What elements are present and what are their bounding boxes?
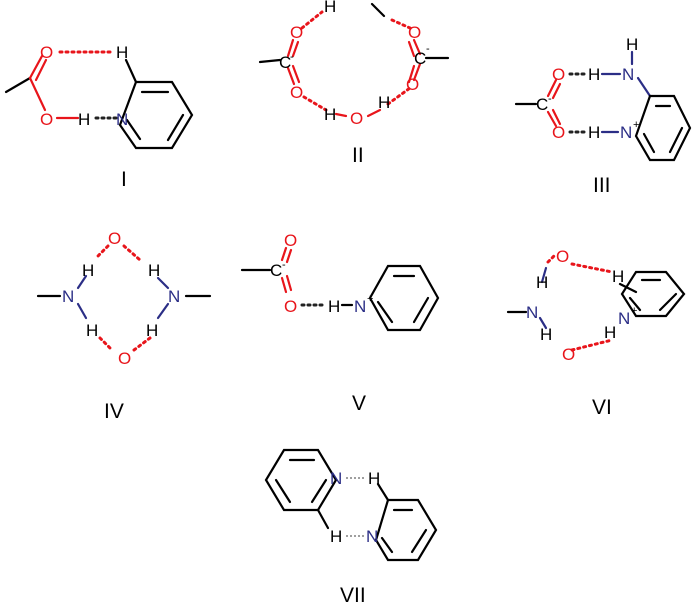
structure-label-VII: VII (340, 584, 366, 607)
oxygen-atom: O (406, 75, 419, 94)
carbon-atom: C (414, 49, 426, 68)
oxygen-atom: O (108, 229, 121, 248)
oxygen-atom: O (284, 231, 297, 250)
oxygen-atom: O (284, 297, 297, 316)
carbon-atom: C (270, 261, 282, 280)
minus-charge: - (548, 93, 552, 105)
hydrogen-atom: H (146, 321, 158, 340)
hydrogen-atom: H (324, 0, 336, 16)
hydrogen-atom: H (82, 261, 94, 280)
carbon-atom: C (279, 53, 291, 72)
hydrogen-atom: H (330, 527, 342, 546)
structure-IV: O H H N N H H O IV (36, 229, 212, 423)
oxygen-atom: O (290, 83, 303, 102)
oxygen-atom: O (350, 109, 363, 128)
structure-VI: O H N H O H H N + VI (506, 247, 686, 419)
structure-label-II: II (352, 144, 364, 167)
structure-label-III: III (593, 174, 611, 197)
hydrogen-atom: H (588, 123, 600, 142)
structure-label-IV: IV (104, 400, 124, 423)
oxygen-atom: O (556, 247, 569, 266)
hydrogen-atom: H (78, 110, 90, 129)
nitrogen-atom: N (366, 527, 378, 546)
hydrogen-atom: H (612, 267, 624, 286)
nitrogen-atom: N (116, 110, 128, 129)
structure-II: C - O O H H O H O O C - II (258, 0, 450, 167)
structure-I: O O H H N I (4, 43, 194, 191)
structure-V: C - O O H N + V (240, 231, 440, 415)
hydrogen-atom: H (148, 261, 160, 280)
minus-charge: - (290, 51, 294, 63)
oxygen-atom: O (40, 43, 53, 62)
nitrogen-atom: N (620, 123, 632, 142)
oxygen-atom: O (552, 123, 565, 142)
oxygen-atom: O (552, 65, 565, 84)
nitrogen-atom: N (330, 469, 342, 488)
plus-charge: + (633, 119, 639, 131)
carbon-atom: C (536, 95, 548, 114)
structure-label-I: I (121, 168, 127, 191)
structure-label-V: V (352, 392, 366, 415)
hydrogen-atom: H (536, 273, 548, 292)
hydrogen-atom: H (324, 105, 336, 124)
minus-charge: - (426, 43, 430, 55)
oxygen-atom: O (40, 110, 53, 129)
oxygen-atom: O (562, 345, 575, 364)
plus-charge: + (631, 305, 637, 317)
hydrogen-atom: H (116, 43, 128, 62)
hydrogen-atom: H (328, 297, 340, 316)
nitrogen-atom: N (526, 303, 538, 322)
nitrogen-atom: N (618, 309, 630, 328)
hydrogen-atom: H (368, 469, 380, 488)
hydrogen-atom: H (604, 323, 616, 342)
nitrogen-atom: N (622, 65, 634, 84)
plus-charge: + (367, 293, 373, 305)
structure-VII: N H H N VII (264, 448, 438, 607)
nitrogen-atom: N (168, 287, 180, 306)
structure-III: C - O O H H H N N + III (514, 35, 692, 197)
hydrogen-atom: H (588, 65, 600, 84)
hydrogen-atom: H (626, 35, 638, 54)
structure-label-VI: VI (592, 396, 612, 419)
oxygen-atom: O (118, 349, 131, 368)
nitrogen-atom: N (62, 287, 74, 306)
minus-charge: - (282, 259, 286, 271)
hydrogen-atom: H (86, 321, 98, 340)
nitrogen-atom: N (354, 297, 366, 316)
hydrogen-atom: H (378, 93, 390, 112)
oxygen-atom: O (290, 23, 303, 42)
oxygen-atom: O (408, 23, 421, 42)
hydrogen-atom: H (540, 325, 552, 344)
